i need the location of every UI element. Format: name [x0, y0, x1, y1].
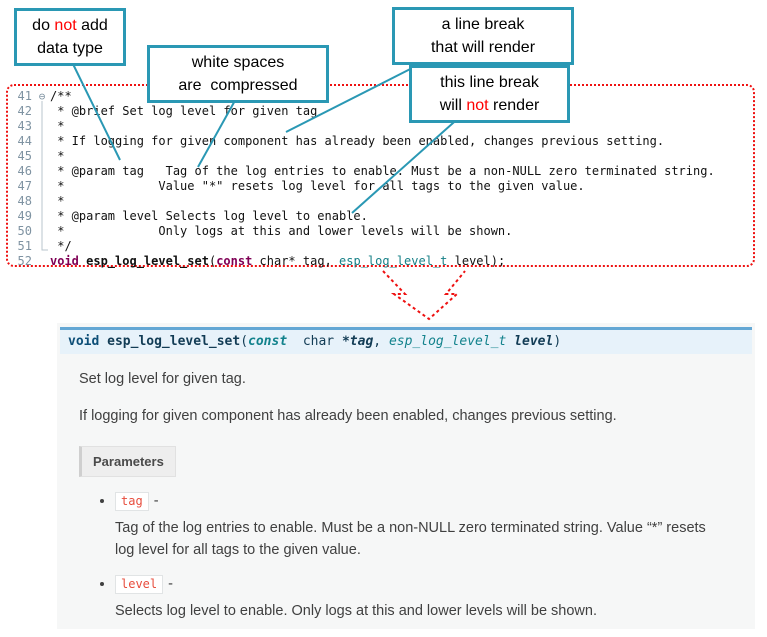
detailed-description: If logging for given component has alrea… — [79, 407, 617, 424]
code-text: * @brief Set log level for given tag — [50, 104, 318, 118]
code-line: 51 */ — [8, 239, 753, 254]
fold-gutter — [34, 194, 50, 209]
fold-gutter — [34, 119, 50, 134]
code-line-function-declaration: 52 void esp_log_level_set(const char* ta… — [8, 254, 753, 269]
code-line: 47 * Value "*" resets log level for all … — [8, 179, 753, 194]
fold-gutter — [34, 254, 50, 269]
renders-to-arrow — [382, 270, 466, 321]
code-line: 50 * Only logs at this and lower levels … — [8, 224, 753, 239]
callout-text: data type — [37, 40, 103, 57]
callout-line-break-renders: a line break that will render — [392, 7, 574, 65]
callout-text: a line break — [441, 16, 525, 33]
code-text: * — [50, 119, 65, 133]
line-number: 50 — [17, 224, 32, 238]
code-line: 45 * — [8, 149, 753, 164]
docs-body: Set log level for given tag. If logging … — [57, 369, 755, 623]
code-text: */ — [50, 239, 72, 253]
code-text: * Only logs at this and lower levels wil… — [50, 224, 513, 238]
line-number: 44 — [17, 134, 32, 148]
code-text: * @param level Selects log level to enab… — [50, 209, 368, 223]
code-text: * — [50, 194, 65, 208]
fold-collapse-icon: ⊖ — [38, 90, 46, 103]
function-signature: void esp_log_level_set(const char *tag, … — [60, 327, 752, 354]
fold-gutter — [34, 104, 50, 119]
callout-line-break-not-render: this line break will not render — [409, 65, 570, 123]
rendered-docs-panel: void esp_log_level_set(const char *tag, … — [57, 323, 755, 629]
code-line: 46 * @param tag Tag of the log entries t… — [8, 164, 753, 179]
line-number: 49 — [17, 209, 32, 223]
fold-gutter — [34, 149, 50, 164]
callout-text: will not render — [439, 97, 540, 114]
code-text: * — [50, 149, 65, 163]
parameters-heading: Parameters — [79, 445, 176, 477]
parameter-item: tag- Tag of the log entries to enable. M… — [115, 491, 735, 561]
line-number: 51 — [17, 239, 32, 253]
parameters-list: tag- Tag of the log entries to enable. M… — [79, 491, 735, 623]
brief-description: Set log level for given tag. — [79, 371, 246, 387]
line-number: 43 — [17, 119, 32, 133]
code-line: 42 * @brief Set log level for given tag — [8, 104, 753, 119]
callout-text: white spaces — [191, 54, 285, 71]
code-text: /** — [50, 89, 72, 103]
code-line: 41 ⊖ /** — [8, 89, 753, 104]
callout-text: do not add — [32, 17, 108, 34]
parameter-name-literal: level — [115, 575, 164, 595]
line-number: 47 — [17, 179, 32, 193]
code-line: 48 * — [8, 194, 753, 209]
dash-separator: - — [168, 576, 173, 593]
line-number: 42 — [17, 104, 32, 118]
line-number: 48 — [17, 194, 32, 208]
parameter-description: Selects log level to enable. Only logs a… — [115, 603, 597, 619]
parameter-item: level- Selects log level to enable. Only… — [115, 574, 735, 623]
code-text: void esp_log_level_set(const char* tag, … — [50, 254, 506, 268]
callout-text: are compressed — [178, 77, 298, 94]
code-line: 49 * @param level Selects log level to e… — [8, 209, 753, 224]
callout-no-datatype: do not add data type — [14, 8, 126, 66]
fold-gutter — [34, 164, 50, 179]
line-number: 52 — [17, 254, 32, 268]
code-text: * If logging for given component has alr… — [50, 134, 665, 148]
callout-whitespace-compressed: white spaces are compressed — [147, 45, 329, 103]
parameter-description: Tag of the log entries to enable. Must b… — [115, 519, 706, 558]
fold-gutter — [34, 209, 50, 224]
callout-text: that will render — [430, 39, 536, 56]
line-number: 46 — [17, 164, 32, 178]
line-number: 45 — [17, 149, 32, 163]
code-editor-snippet: 41 ⊖ /** 42 * @brief Set log level for g… — [6, 84, 755, 269]
fold-gutter — [34, 179, 50, 194]
code-line: 43 * — [8, 119, 753, 134]
fold-gutter — [34, 239, 50, 254]
code-text: * Value "*" resets log level for all tag… — [50, 179, 585, 193]
fold-gutter — [34, 134, 50, 149]
line-number: 41 — [17, 89, 32, 103]
dash-separator: - — [153, 493, 159, 509]
parameter-name-literal: tag — [115, 492, 149, 511]
fold-gutter — [34, 224, 50, 239]
code-line: 44 * If logging for given component has … — [8, 134, 753, 149]
callout-text: this line break — [440, 74, 539, 91]
code-text: * @param tag Tag of the log entries to e… — [50, 164, 715, 178]
